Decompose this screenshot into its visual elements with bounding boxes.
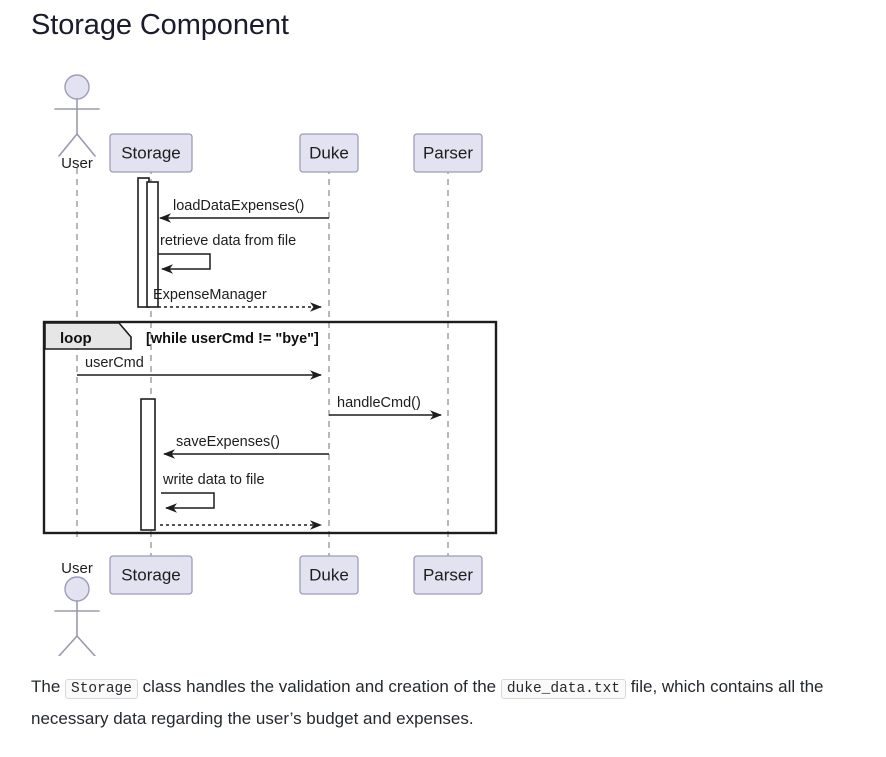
actor-leg-right-icon-bottom [76,635,96,656]
message-arrow-retrieve-data-from-file [158,253,211,274]
participant-box-parser-top[interactable] [413,133,483,173]
caption-code-duke-data: duke_data.txt [500,679,626,699]
message-load-data-expenses: loadDataExpenses() [159,198,329,223]
message-write-data-to-file: write data to file [161,472,265,513]
participant-box-parser-bottom[interactable] [413,555,483,595]
participant-label-storage-top: Storage [121,143,181,162]
caption-text-part3: file, which contains all the necessary d… [31,677,824,728]
participant-user-top[interactable]: User [54,74,100,172]
participant-label-duke-top: Duke [309,143,349,162]
actor-leg-left-icon [58,133,78,157]
participant-box-duke-top[interactable] [299,133,359,173]
participant-label-parser-bottom: Parser [423,565,473,584]
fragment-tag-shape-loop [44,322,132,350]
message-label-handle-cmd: handleCmd() [337,395,421,411]
participant-user-bottom[interactable]: User [54,560,100,656]
participant-storage-bottom[interactable]: Storage [109,555,193,595]
participant-label-user-top: User [61,155,93,172]
participant-parser-top[interactable]: Parser [413,133,483,173]
participant-storage-top[interactable]: Storage [109,133,193,173]
activation-bar-storage-inner [146,181,159,308]
sequence-diagram: User Storage Duke Parser loadDataExpense… [0,56,560,656]
caption-text-part1: The [31,677,66,696]
message-expense-manager: ExpenseManager [153,287,322,312]
caption-paragraph: The Storage class handles the validation… [31,672,831,734]
participant-label-user-bottom: User [61,560,93,577]
participant-duke-bottom[interactable]: Duke [299,555,359,595]
actor-leg-left-icon-bottom [58,635,78,656]
actor-head-icon-bottom [64,576,90,602]
caption-text-part2: class handles the validation and creatio… [137,677,501,696]
participant-box-storage-top[interactable] [109,133,193,173]
participant-duke-top[interactable]: Duke [299,133,359,173]
fragment-guard-label-loop: [while userCmd != "bye"] [146,331,319,347]
participant-parser-bottom[interactable]: Parser [413,555,483,595]
activation-bar-storage-loop [140,398,156,531]
page-title: Storage Component [31,9,289,41]
actor-leg-right-icon [76,133,96,157]
message-retrieve-data-from-file: retrieve data from file [158,233,296,274]
combined-fragment-loop: loop [while userCmd != "bye"] [42,320,498,535]
message-label-save-expenses: saveExpenses() [176,434,280,450]
actor-head-icon [64,74,90,100]
message-arrow-write-data-to-file [161,492,215,513]
participant-label-parser-top: Parser [423,143,473,162]
fragment-box-loop [42,320,498,535]
participant-box-duke-bottom[interactable] [299,555,359,595]
message-user-cmd: userCmd [77,355,322,380]
fragment-tag-label-loop: loop [60,330,92,347]
participant-label-storage-bottom: Storage [121,565,181,584]
participant-box-storage-bottom[interactable] [109,555,193,595]
message-label-expense-manager: ExpenseManager [153,287,267,303]
message-label-write-data-to-file: write data to file [162,472,265,488]
message-label-retrieve-data-from-file: retrieve data from file [160,233,296,249]
participant-label-duke-bottom: Duke [309,565,349,584]
caption-code-storage: Storage [65,679,138,699]
message-save-expenses: saveExpenses() [163,434,329,459]
message-handle-cmd: handleCmd() [329,395,442,420]
message-label-user-cmd: userCmd [85,355,144,371]
message-label-load-data-expenses: loadDataExpenses() [173,198,304,214]
